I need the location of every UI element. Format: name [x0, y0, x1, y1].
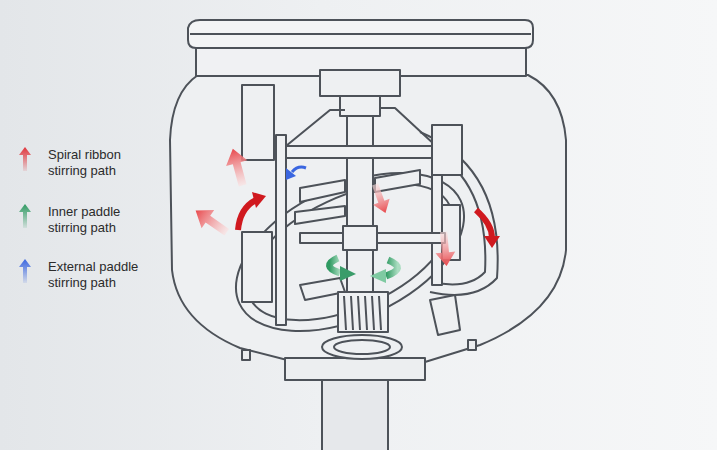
arrowhead: [370, 269, 386, 283]
legend-arrow-shape: [19, 204, 31, 228]
vessel: [170, 20, 566, 450]
ribbon-curved-arrow: [238, 200, 256, 230]
external-paddle-arrow: [292, 167, 306, 172]
foot: [242, 350, 250, 360]
arrowhead: [252, 192, 266, 208]
arrowhead: [340, 266, 356, 281]
gear: [338, 292, 388, 332]
ribbon-flow-arrow: [222, 146, 253, 188]
ribbon-flow-arrow: [189, 202, 233, 242]
flow-arrows: [189, 146, 500, 283]
paddle-blade: [295, 206, 345, 224]
vessel-lid: [188, 20, 533, 48]
ribbon-curved-arrow: [476, 210, 492, 238]
bottom-ring-inner: [334, 340, 390, 354]
inner-paddle-arrow: [329, 258, 340, 273]
scraper: [242, 232, 272, 302]
scraper: [432, 125, 462, 175]
legend-label: Spiral ribbon stirring path: [48, 147, 156, 179]
legend-item: Inner paddle stirring path: [18, 204, 168, 236]
legend-arrow: [18, 203, 32, 229]
legend-arrow-shape: [19, 259, 31, 283]
vessel-body: [170, 75, 566, 362]
support-stem: [322, 380, 388, 450]
arm-strut: [380, 108, 436, 146]
legend-item: External paddle stirring path: [18, 259, 168, 291]
bottom-ring: [322, 335, 402, 359]
gear-teeth: [344, 296, 381, 330]
paddle-blade: [375, 170, 420, 192]
legend-label: External paddle stirring path: [48, 259, 156, 291]
ribbon-flow-arrow: [367, 181, 394, 216]
paddle-blade: [300, 180, 345, 202]
agitator: [212, 70, 498, 363]
scraper: [242, 85, 274, 160]
legend-arrow-shape: [19, 147, 31, 171]
lid-line: [190, 33, 531, 35]
legend-item: Spiral ribbon stirring path: [18, 147, 168, 179]
shaft: [347, 95, 373, 295]
base-block: [285, 358, 425, 380]
inner-paddle-hub: [343, 226, 377, 250]
legend-arrow: [18, 146, 32, 172]
legend-label: Inner paddle stirring path: [48, 204, 156, 236]
side-bar: [432, 175, 442, 285]
legend-arrow: [18, 258, 32, 284]
bottom-scraper: [430, 295, 460, 335]
side-bar: [276, 135, 286, 325]
inner-paddle-arrow: [386, 260, 398, 276]
arm: [285, 146, 437, 158]
arm-strut: [286, 110, 345, 146]
arrowhead: [484, 236, 500, 248]
foot: [468, 340, 476, 350]
hub-collar: [340, 96, 380, 116]
arrowhead: [286, 168, 296, 180]
ribbon-flow-arrow: [434, 231, 457, 267]
hub: [320, 70, 400, 96]
